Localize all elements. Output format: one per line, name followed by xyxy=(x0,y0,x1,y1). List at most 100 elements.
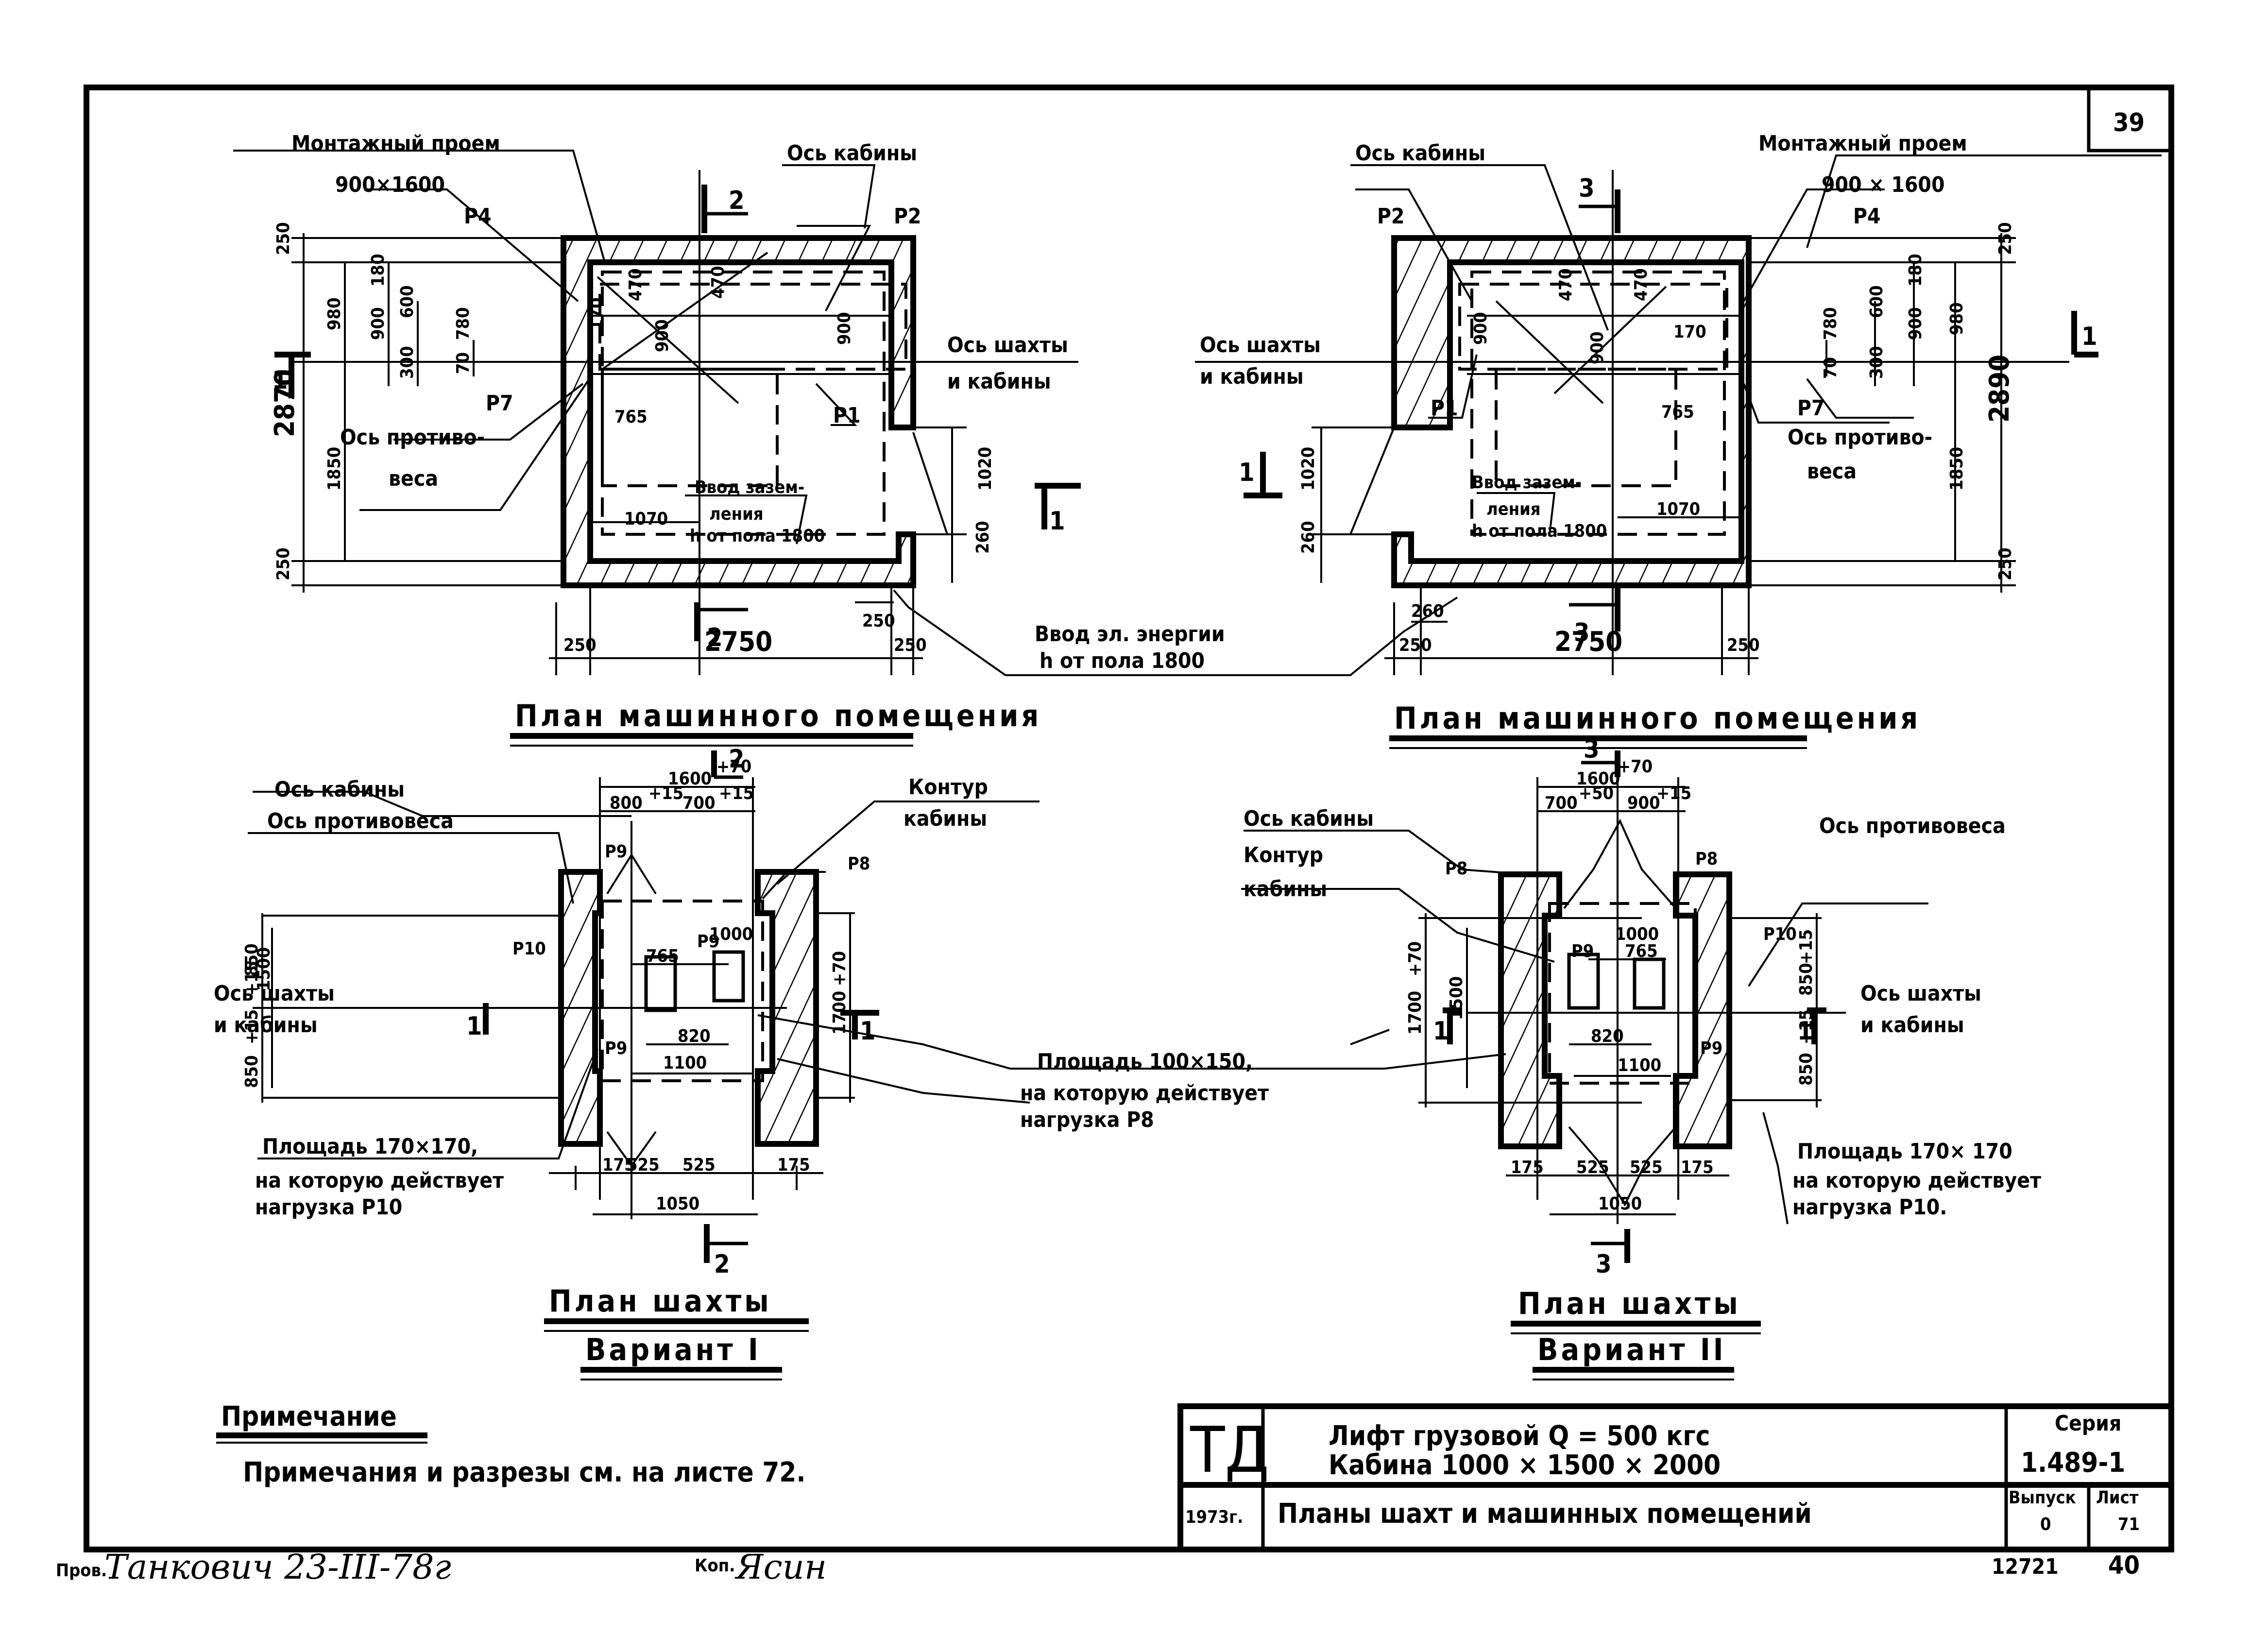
label-p2: P2 xyxy=(894,204,921,229)
dim-1600: 1600 xyxy=(1576,769,1620,789)
svg-text:1: 1 xyxy=(1433,1017,1449,1046)
shaft-plan-variant-2: 3 3 1 1 1600 +70 xyxy=(1241,735,2041,1380)
title-line-2: Кабина 1000 × 1500 × 2000 xyxy=(1329,1449,1721,1481)
power-input-callout: Ввод эл. энергии h от пола 1800 xyxy=(893,589,1458,676)
dim-1700: 1700 xyxy=(830,991,850,1035)
dim-850a: 850 xyxy=(1796,963,1816,996)
shaft-plan-variant-1: 2 2 1 1 1600 + xyxy=(214,745,1040,1380)
dim-1050: 1050 xyxy=(1598,1194,1642,1214)
svg-text:3: 3 xyxy=(1596,1250,1612,1279)
label-shaft-axis-1: Ось шахты xyxy=(1200,333,1321,358)
label-area-2: на которую действует xyxy=(1792,1168,2041,1193)
dim-900-left: 900 xyxy=(1471,312,1491,345)
label-cabin-axis: Ось кабины xyxy=(274,777,405,802)
label-ground-2: ления xyxy=(709,504,764,524)
section-mark-right: 1 xyxy=(1035,483,1081,536)
label-p9c: P9 xyxy=(605,1039,627,1058)
section-mark-right: 1 xyxy=(2071,311,2098,358)
sheet-label: Лист xyxy=(2096,1488,2139,1508)
machine-room-plan-left: 2 2 1 1 xyxy=(233,131,1081,747)
plan-title: План машинного помещения xyxy=(1394,700,1921,736)
corner-number-box xyxy=(2087,85,2173,153)
dim-1000: 1000 xyxy=(1615,924,1659,944)
label-p9b: P9 xyxy=(1700,1039,1722,1058)
label-mounting-opening: Монтажный проем xyxy=(1758,131,1967,156)
label-cabin-contour-2: кабины xyxy=(903,806,987,831)
dim-1070: 1070 xyxy=(624,509,668,529)
section-mark-bottom: 2 xyxy=(694,602,748,652)
dim-250-bot: 250 xyxy=(273,547,293,580)
label-cw-axis-1: Ось противо- xyxy=(1788,425,1932,450)
plan-title: План шахты xyxy=(549,1283,772,1319)
label-shaft-axis-1: Ось шахты xyxy=(947,333,1068,358)
dim-800: 800 xyxy=(610,793,643,813)
power-input-line2: h от пола 1800 xyxy=(1040,648,1205,673)
title-year: 1973г. xyxy=(1185,1507,1243,1527)
dim-1500: 1500 xyxy=(254,947,274,991)
machine-room-plan-right: 3 3 1 1 xyxy=(1195,131,2162,749)
title-block: ТД Лифт грузовой Q = 500 кгс Кабина 1000… xyxy=(1177,1403,2174,1552)
label-mounting-opening: Монтажный проем xyxy=(291,131,500,156)
buffer-right xyxy=(712,950,745,1003)
label-cabin-axis: Ось кабины xyxy=(1244,806,1374,831)
corner-number: 39 xyxy=(2113,108,2145,137)
area-100x150-callout: Площадь 100×150, на которую действует на… xyxy=(757,1014,1506,1132)
area-line2: на которую действует xyxy=(1020,1081,1269,1106)
variant-label: Вариант II xyxy=(1537,1332,1726,1367)
dim-900: 900 xyxy=(1906,307,1926,340)
dim-780: 780 xyxy=(453,307,473,340)
dim-250-right: 250 xyxy=(1727,635,1760,655)
buffer-right xyxy=(1633,957,1666,1010)
label-cw-axis: Ось противовеса xyxy=(1819,814,2006,838)
dim-780: 780 xyxy=(1821,307,1841,340)
dim-250-power: 250 xyxy=(862,611,895,631)
dim-250-bot: 250 xyxy=(1995,547,2015,580)
dim-765: 765 xyxy=(1625,941,1658,961)
title-block-code: ТД xyxy=(1190,1413,1269,1487)
cabin-outline xyxy=(601,368,779,487)
dim-850a-tol: +15 xyxy=(242,961,262,996)
dim-820: 820 xyxy=(678,1026,711,1046)
dim-170: 170 xyxy=(1673,322,1706,342)
dim-525b: 525 xyxy=(682,1155,716,1175)
dim-600: 600 xyxy=(1867,285,1887,318)
label-shaft-axis-1: Ось шахты xyxy=(214,981,335,1006)
section-mark-bottom: 3 xyxy=(1591,1229,1630,1279)
dim-1500: 1500 xyxy=(1447,976,1466,1020)
dim-525a: 525 xyxy=(1576,1158,1609,1177)
dim-765: 765 xyxy=(614,407,648,427)
label-p1: P1 xyxy=(833,403,861,428)
cabin-contour xyxy=(1548,902,1697,1085)
svg-text:3: 3 xyxy=(1584,735,1600,764)
section-mark-left: 1 xyxy=(272,352,311,398)
dim-850b-tol: +15 xyxy=(242,1009,262,1044)
dim-850b: 850 xyxy=(242,1055,262,1088)
wall-left xyxy=(1498,871,1562,1149)
buffer-left xyxy=(644,955,677,1012)
label-ground-1: Ввод зазем- xyxy=(695,477,804,497)
area-line3: нагрузка P8 xyxy=(1020,1107,1154,1132)
label-p1: P1 xyxy=(1431,396,1458,421)
dim-470b: 470 xyxy=(1631,268,1651,301)
dim-1700-tol: +70 xyxy=(1405,941,1425,976)
label-p8a: P8 xyxy=(1445,859,1467,879)
dim-250-left: 250 xyxy=(563,635,597,655)
dim-2870: 2870 xyxy=(269,369,301,437)
dim-2750: 2750 xyxy=(1554,626,1622,658)
label-cw-axis-2: веса xyxy=(389,466,438,491)
label-p7: P7 xyxy=(486,391,513,416)
label-shaft-axis-2: и кабины xyxy=(1860,1013,1964,1038)
dim-850a-tol: +15 xyxy=(1796,929,1816,964)
dim-250-left: 250 xyxy=(1399,635,1432,655)
label-p9b: P9 xyxy=(697,932,719,952)
wall-right xyxy=(1673,871,1732,1149)
sheet-title: Планы шахт и машинных помещений xyxy=(1278,1498,1812,1530)
dim-850b: 850 xyxy=(1796,1053,1816,1086)
dim-300: 300 xyxy=(397,346,417,379)
label-cabin-contour-1: Контур xyxy=(1244,843,1323,868)
section-mark-left: 1 xyxy=(466,1003,489,1041)
plan-title: План машинного помещения xyxy=(515,698,1041,733)
label-ground-3: h от пола 1800 xyxy=(1472,521,1607,541)
dim-175a: 175 xyxy=(602,1155,635,1175)
